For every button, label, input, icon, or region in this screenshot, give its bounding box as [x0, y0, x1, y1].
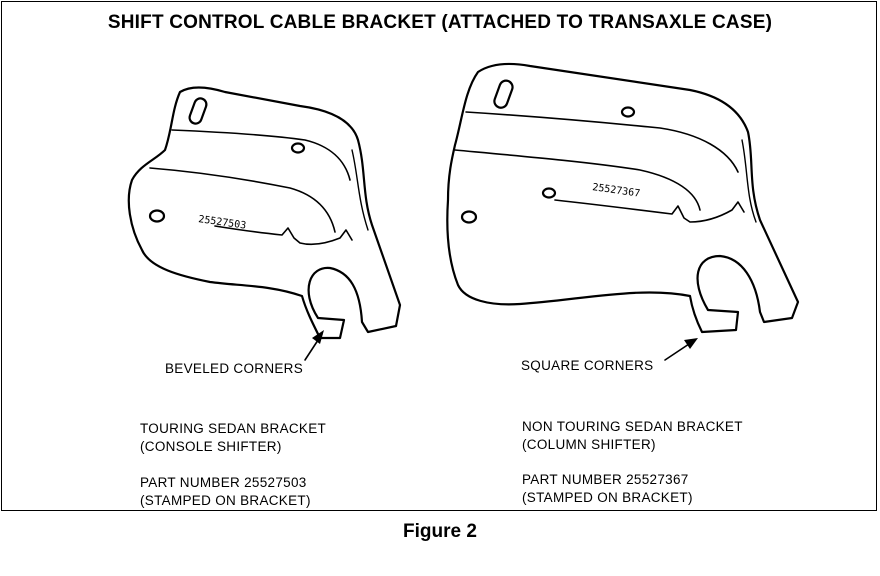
- beveled-corners-label: BEVELED CORNERS: [165, 361, 304, 376]
- touring-bracket-illustration: [127, 86, 402, 361]
- non-touring-bracket-ridge-upper: [465, 111, 739, 173]
- touring-bracket-slot: [188, 97, 208, 125]
- touring-bracket-bend-line: [214, 225, 353, 246]
- non-touring-bracket-ridge-lower: [454, 149, 701, 211]
- beveled-corner-arrowhead: [312, 330, 324, 344]
- non-touring-bracket-part-number: PART NUMBER 25527367: [522, 472, 689, 487]
- figure-caption: Figure 2: [403, 521, 477, 542]
- non-touring-bracket-hole: [460, 210, 478, 224]
- touring-bracket-hole: [290, 142, 306, 154]
- non-touring-bracket-illustration: [446, 62, 800, 361]
- non-touring-bracket-stamp-note: (STAMPED ON BRACKET): [522, 490, 693, 505]
- touring-bracket-name: TOURING SEDAN BRACKET: [140, 421, 327, 436]
- touring-bracket-ridge-lower: [149, 167, 336, 233]
- diagram-title: SHIFT CONTROL CABLE BRACKET (ATTACHED TO…: [107, 12, 773, 33]
- non-touring-bracket-shifter: (COLUMN SHIFTER): [522, 437, 656, 452]
- square-corners-label: SQUARE CORNERS: [521, 358, 654, 373]
- touring-bracket-part-number: PART NUMBER 25527503: [140, 475, 307, 490]
- touring-bracket-shifter: (CONSOLE SHIFTER): [140, 439, 282, 454]
- non-touring-bracket-name: NON TOURING SEDAN BRACKET: [522, 419, 743, 434]
- touring-bracket-edge-shading: [351, 149, 369, 231]
- diagram-frame: [1, 1, 877, 511]
- touring-bracket-outline: [127, 86, 402, 340]
- non-touring-bracket-outline: [446, 62, 800, 334]
- non-touring-bracket-slot: [493, 79, 514, 109]
- touring-bracket-hole: [148, 209, 166, 223]
- touring-bracket-ridge-upper: [171, 129, 351, 181]
- non-touring-bracket-hole: [620, 106, 636, 118]
- non-touring-bracket-bend-line: [554, 199, 745, 223]
- non-touring-bracket-edge-shading: [741, 139, 757, 223]
- square-corner-arrowhead: [684, 338, 698, 349]
- touring-bracket-stamp-note: (STAMPED ON BRACKET): [140, 493, 311, 508]
- non-touring-bracket-hole: [541, 187, 557, 199]
